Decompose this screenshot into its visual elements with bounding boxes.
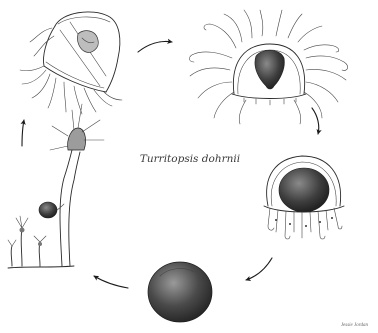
degenerating-medusa	[264, 156, 344, 239]
arrow-cyst-to-polyp	[94, 276, 128, 288]
adult-medusa	[20, 12, 122, 114]
cyst	[148, 262, 212, 322]
arrow-tentacled-to-degenerating	[312, 108, 319, 134]
tentacled-medusa	[190, 10, 348, 124]
arrow-degenerating-to-cyst	[246, 258, 272, 280]
species-title: Turritopsis dohrnii	[140, 153, 240, 165]
artist-signature: Jessie Jordan	[341, 323, 369, 328]
arrow-polyp-to-adult	[22, 120, 24, 146]
arrow-adult-to-tentacled	[138, 41, 172, 52]
